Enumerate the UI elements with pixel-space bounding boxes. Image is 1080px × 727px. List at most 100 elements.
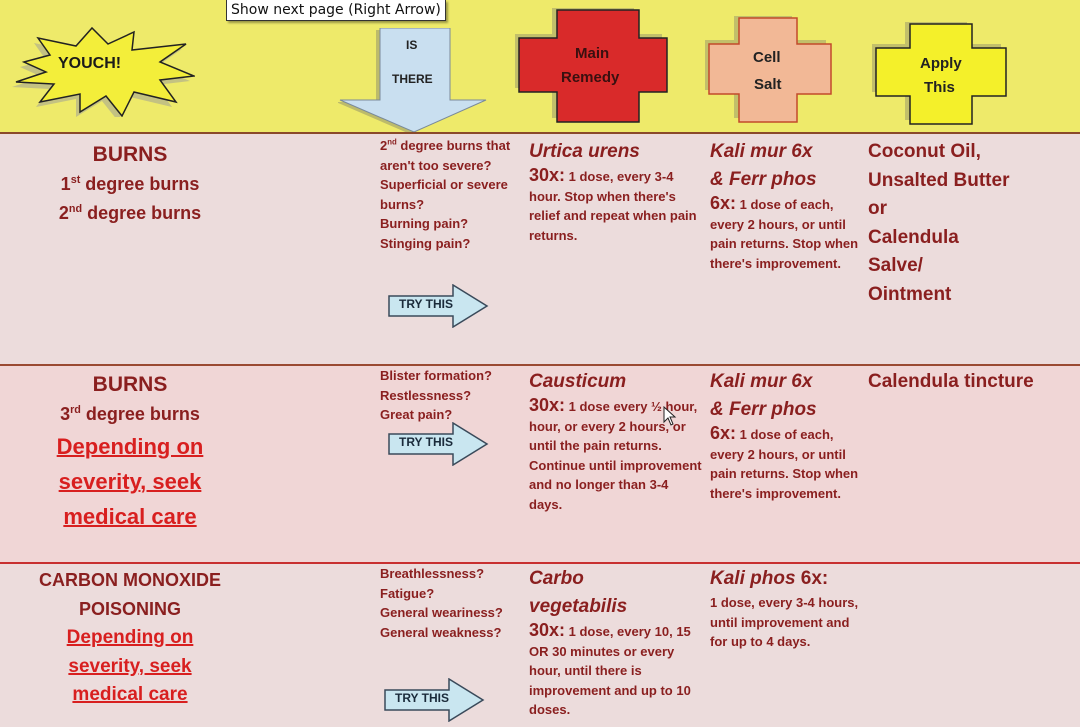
symptom-question: General weariness?: [380, 605, 503, 620]
row-divider: [0, 364, 1080, 366]
cell-salt-cell: Kali mur 6x & Ferr phos 6x: 1 dose of ea…: [710, 138, 860, 273]
degree-suffix: nd: [387, 137, 397, 147]
apply-line: Ointment: [868, 283, 952, 305]
remedy-dosage: 1 dose every ½ hour, hour, or every 2 ho…: [529, 399, 702, 512]
try-this-arrow: TRY THIS: [383, 677, 485, 723]
salt-name: Kali phos: [710, 568, 796, 589]
remedy-dosage: 1 dose, every 3-4 hour. Stop when there'…: [529, 169, 697, 243]
main-remedy-cross: Main Remedy: [514, 6, 675, 124]
cell-salt-name-1: Kali mur 6x: [710, 368, 860, 396]
table-row-carbon-monoxide: CARBON MONOXIDE POISONING Depending on s…: [0, 564, 1080, 723]
try-this-arrow: TRY THIS: [387, 283, 489, 329]
cell-salt-cross: Cell Salt: [704, 14, 835, 124]
apply-line: Salve/: [868, 255, 923, 276]
cell-salt-cell: Kali phos 6x: 1 dose, every 3-4 hours, u…: [710, 565, 860, 652]
salt-name: Kali mur: [710, 141, 787, 162]
symptom-questions: Blister formation? Restlessness? Great p…: [380, 366, 530, 425]
symptom-question: Burning pain?: [380, 216, 469, 231]
remedy-name-1: Carbo: [529, 568, 584, 589]
cell-salt-dosage: 1 dose of each, every 2 hours, or until …: [710, 427, 859, 501]
main-remedy-cell: Causticum 30x: 1 dose every ½ hour, hour…: [529, 368, 704, 514]
header-banner: YOUCH! IS THERE Main Remedy Cell Salt: [0, 0, 1080, 134]
seek-care-warning-3: medical care: [63, 504, 197, 529]
arrow-label-is: IS: [406, 38, 418, 52]
apply-line: or: [868, 198, 887, 219]
is-there-arrow: IS THERE: [336, 27, 488, 134]
degree-number: 3: [60, 404, 71, 424]
condition-subtitle-1: 3rd degree burns: [0, 400, 260, 429]
main-remedy-label-2: Remedy: [561, 69, 620, 86]
remedy-name: Urtica urens: [529, 141, 640, 162]
apply-this-cross: Apply This: [871, 20, 1012, 126]
apply-line: Unsalted Butter: [868, 169, 1010, 191]
degree-suffix: rd: [70, 404, 81, 416]
condition-title-1: CARBON MONOXIDE: [38, 570, 221, 590]
cell-salt-potency: 6x:: [710, 423, 737, 443]
arrow-label-there: THERE: [392, 72, 433, 86]
symptom-question: Great pain?: [380, 407, 453, 422]
cell-salt-label-2: Salt: [754, 76, 782, 93]
remedy-name-2: vegetabilis: [529, 596, 628, 617]
degree-number: 2: [380, 138, 388, 153]
cell-salt-cell: Kali mur 6x & Ferr phos 6x: 1 dose of ea…: [710, 368, 860, 503]
seek-care-warning-1: Depending on: [56, 434, 204, 459]
condition-title-2: POISONING: [78, 599, 181, 619]
degree-text: degree burns: [82, 203, 202, 223]
salt-name: Kali mur: [710, 371, 787, 392]
remedy-name: Causticum: [529, 371, 627, 392]
cell-salt-name-2: & Ferr phos: [710, 399, 817, 420]
try-this-label: TRY THIS: [395, 691, 450, 705]
red-cross-icon: [514, 6, 668, 123]
symptom-question: Fatigue?: [380, 585, 435, 601]
symptom-question: 2nd degree burns that aren't too severe?: [380, 136, 520, 175]
symptom-question: Restlessness?: [380, 387, 472, 403]
table-row-burns-3: BURNS 3rd degree burns Depending on seve…: [0, 366, 1080, 562]
salt-potency: 6x:: [795, 568, 829, 589]
row-divider: [0, 562, 1080, 564]
cell-salt-name-2: & Ferr phos: [710, 169, 817, 190]
try-this-label: TRY THIS: [399, 435, 454, 449]
condition-cell: BURNS 3rd degree burns Depending on seve…: [0, 370, 260, 534]
degree-number: 2: [58, 203, 69, 223]
down-arrow-icon: [336, 27, 487, 134]
youch-starburst: YOUCH!: [10, 22, 197, 121]
apply-cell: Coconut Oil, Unsalted Butter or Calendul…: [868, 138, 1078, 309]
apply-label-1: Apply: [920, 55, 962, 72]
seek-care-warning-2: severity, seek: [68, 655, 192, 677]
condition-cell: CARBON MONOXIDE POISONING Depending on s…: [0, 566, 260, 710]
right-arrow-icon: [384, 677, 485, 723]
apply-line: Calendula tincture: [868, 371, 1034, 392]
condition-subtitle-2: 2nd degree burns: [0, 199, 260, 228]
condition-title: BURNS: [92, 373, 168, 396]
seek-care-warning-2: severity, seek: [58, 469, 202, 494]
cell-salt-name-1: Kali phos 6x:: [710, 565, 860, 593]
condition-title: BURNS: [92, 143, 168, 166]
question-text: degree burns that aren't too severe?: [380, 138, 511, 173]
next-page-tooltip: Show next page (Right Arrow): [226, 0, 446, 21]
salmon-cross-icon: [704, 14, 832, 123]
remedy-potency: 30x:: [529, 620, 566, 640]
table-row-burns-1-2: BURNS 1st degree burns 2nd degree burns …: [0, 134, 1080, 364]
right-arrow-icon: [388, 283, 489, 329]
salt-potency: 6x: [786, 371, 813, 392]
cell-salt-potency: 6x:: [710, 193, 737, 213]
cell-salt-name-1: Kali mur 6x: [710, 138, 860, 166]
seek-care-warning-3: medical care: [72, 684, 188, 705]
try-this-label: TRY THIS: [399, 297, 454, 311]
apply-line: Coconut Oil,: [868, 141, 981, 162]
right-arrow-icon: [388, 421, 489, 467]
starburst-icon: [12, 26, 197, 121]
salt-potency: 6x: [786, 141, 813, 162]
yellow-cross-icon: [871, 20, 1007, 125]
try-this-arrow: TRY THIS: [387, 421, 489, 467]
degree-text: degree burns: [80, 404, 200, 424]
remedy-dosage: 1 dose, every 10, 15 OR 30 minutes or ev…: [529, 624, 691, 717]
mouse-cursor-icon: [663, 406, 677, 426]
cell-salt-dosage: 1 dose, every 3-4 hours, until improveme…: [710, 595, 859, 649]
main-remedy-label-1: Main: [575, 45, 610, 62]
remedy-potency: 30x:: [529, 165, 566, 185]
degree-text: degree burns: [80, 174, 200, 194]
symptom-questions: 2nd degree burns that aren't too severe?…: [380, 136, 520, 253]
seek-care-warning-1: Depending on: [66, 627, 194, 648]
degree-number: 1: [60, 174, 71, 194]
